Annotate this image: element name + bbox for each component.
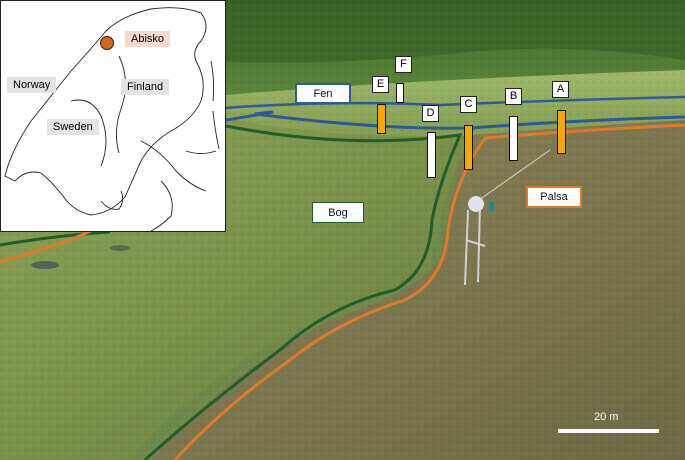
site-label-e: E [372, 76, 389, 93]
habitat-label-palsa: Palsa [526, 186, 582, 208]
habitat-label-bog-text: Bog [328, 206, 348, 219]
site-location-marker [100, 36, 114, 50]
scale-bar-line [558, 429, 659, 433]
site-label-c: C [460, 96, 477, 113]
habitat-label-bog: Bog [312, 202, 364, 223]
site-bar-e [377, 104, 386, 134]
site-bar-f [396, 83, 404, 103]
site-label-b: B [505, 88, 522, 105]
site-label-f: F [395, 56, 412, 73]
habitat-label-palsa-text: Palsa [540, 191, 568, 203]
scandinavia-map [4, 7, 220, 231]
map-label-sweden: Sweden [47, 119, 99, 135]
map-label-finland: Finland [121, 79, 170, 95]
fen-boundary-line [225, 110, 685, 130]
scale-bar-label: 20 m [594, 411, 619, 423]
map-label-abisko: Abisko [125, 31, 171, 47]
palsa-boundary-line [173, 123, 685, 460]
site-label-a: A [552, 81, 569, 98]
map-label-norway: Norway [7, 77, 57, 93]
habitat-label-fen-text: Fen [313, 87, 333, 100]
site-label-d: D [422, 105, 439, 122]
site-bar-c [464, 125, 473, 170]
site-bar-d [427, 132, 436, 178]
site-bar-a [557, 110, 566, 154]
bog-left-boundary-line [0, 230, 111, 247]
bog-boundary-line [143, 124, 463, 460]
map-inset: Norway Finland Sweden Abisko [0, 0, 226, 232]
flux-tower [464, 149, 551, 286]
site-bar-b [509, 116, 518, 161]
habitat-label-fen: Fen [295, 83, 351, 104]
fen-upper-boundary-line [225, 95, 685, 110]
